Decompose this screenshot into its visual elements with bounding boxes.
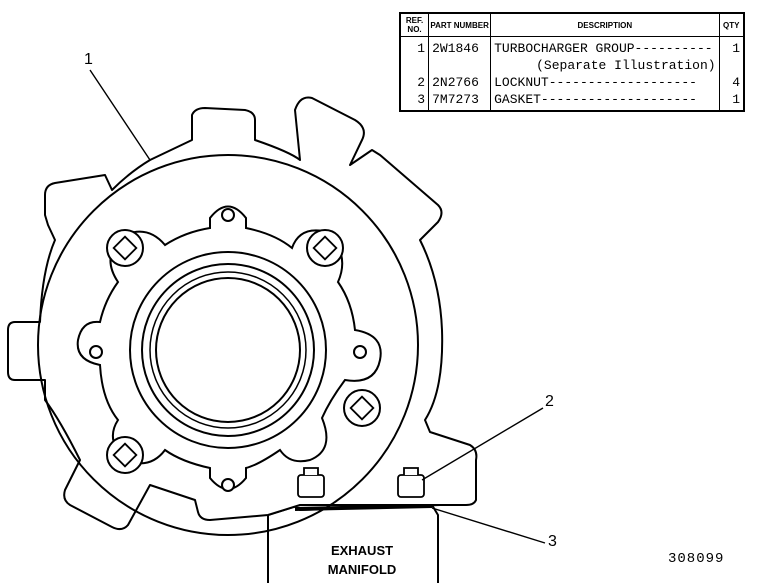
header-qty: QTY	[718, 12, 745, 37]
row-description: GASKET--------------------	[490, 91, 720, 111]
row-part-number: 2W1846	[428, 36, 492, 74]
callout-1: 1	[84, 51, 93, 68]
row-description-sub: (Separate Illustration)	[536, 58, 716, 73]
exhaust-manifold-label: EXHAUST MANIFOLD	[302, 541, 422, 579]
header-description: DESCRIPTION	[490, 12, 720, 37]
leader-line-2	[421, 407, 544, 481]
row-qty: 1	[718, 36, 745, 74]
table-row: 3 7M7273 GASKET-------------------- 1	[399, 91, 745, 111]
callout-3: 3	[548, 533, 557, 550]
stud-hole-right	[353, 345, 367, 359]
square-nut-upper-right	[312, 235, 338, 261]
header-part-number: PART NUMBER	[428, 12, 492, 37]
gasket-line	[294, 504, 433, 511]
parts-list-table: REF. NO. PART NUMBER DESCRIPTION QTY 1 2…	[399, 12, 745, 112]
leader-line-1	[89, 69, 151, 161]
row-description-main: TURBOCHARGER GROUP----------	[494, 41, 713, 56]
manifold-label-line2: MANIFOLD	[327, 562, 397, 577]
square-nut-lower-left	[112, 442, 138, 468]
header-ref-no: REF. NO.	[399, 12, 430, 37]
row-ref: 2	[399, 74, 430, 91]
stud-hole-bottom	[221, 478, 235, 492]
stud-hole-top	[221, 208, 235, 222]
row-ref: 3	[399, 91, 430, 111]
table-header-row: REF. NO. PART NUMBER DESCRIPTION QTY	[399, 12, 745, 37]
row-ref: 1	[399, 36, 430, 74]
leader-line-3	[431, 507, 546, 544]
locknut-right	[397, 474, 425, 498]
square-nut-upper-left	[112, 235, 138, 261]
row-qty: 4	[718, 74, 745, 91]
bore-opening	[155, 277, 301, 423]
stud-hole-left	[89, 345, 103, 359]
row-qty: 1	[718, 91, 745, 111]
manifold-label-line1: EXHAUST	[330, 543, 394, 558]
row-part-number: 2N2766	[428, 74, 492, 91]
table-row: 1 2W1846 TURBOCHARGER GROUP---------- (S…	[399, 36, 745, 74]
callout-2: 2	[545, 393, 554, 410]
square-nut-lower-right	[349, 395, 375, 421]
bore-ring-middle	[141, 263, 315, 437]
row-description: LOCKNUT-------------------	[490, 74, 720, 91]
bore-ring-inner	[149, 271, 307, 429]
row-description: TURBOCHARGER GROUP---------- (Separate I…	[490, 36, 720, 74]
figure-number: 308099	[668, 551, 725, 567]
row-part-number: 7M7273	[428, 91, 492, 111]
housing-inner-ring	[37, 154, 419, 536]
locknut-left	[297, 474, 325, 498]
table-row: 2 2N2766 LOCKNUT------------------- 4	[399, 74, 745, 91]
